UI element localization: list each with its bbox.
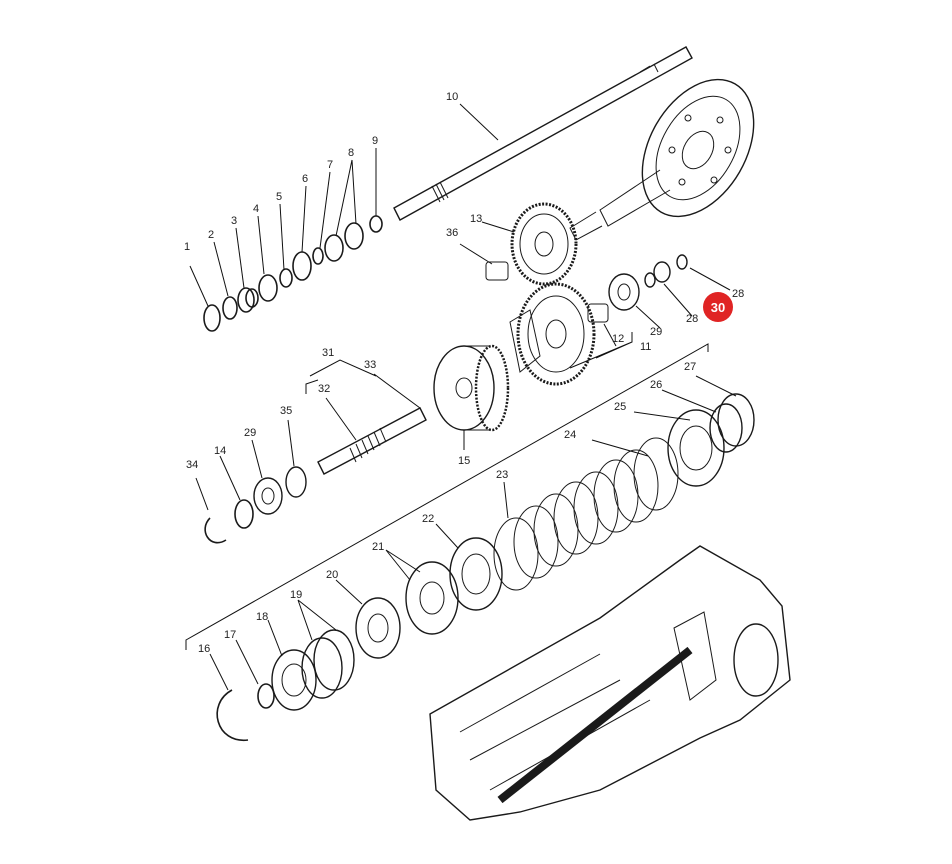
- highlight-label: 30: [711, 300, 725, 315]
- gear-11-part: [509, 282, 596, 386]
- callout-9: 9: [372, 135, 378, 147]
- bearing-stack-part: [587, 254, 688, 323]
- callout-27: 27: [684, 361, 696, 373]
- callout-7: 7: [327, 159, 333, 171]
- callout-35: 35: [280, 405, 292, 417]
- callout-13: 13: [470, 213, 482, 225]
- seal-ring-set-part: [203, 215, 383, 332]
- highlight-marker-30[interactable]: 30: [703, 292, 733, 322]
- callout-11: 11: [640, 341, 651, 353]
- callout-10: 10: [446, 91, 458, 103]
- callout-29-lower: 29: [244, 427, 256, 439]
- callout-28-lower: 28: [686, 313, 698, 325]
- callout-32: 32: [318, 383, 330, 395]
- highlight-circle[interactable]: [703, 292, 733, 322]
- callout-2: 2: [208, 229, 214, 241]
- callout-12: 12: [612, 333, 624, 345]
- clutch-drum-part: [433, 344, 510, 432]
- group-frame-upper: [185, 343, 709, 650]
- callout-15: 15: [458, 455, 470, 467]
- callout-24: 24: [564, 429, 576, 441]
- callout-36: 36: [446, 227, 458, 239]
- callout-18: 18: [256, 611, 268, 623]
- shaft-ring-set-part: [204, 466, 307, 544]
- callout-4: 4: [253, 203, 259, 215]
- callout-17: 17: [224, 629, 236, 641]
- drive-disc-part: [569, 78, 755, 241]
- callout-23: 23: [496, 469, 508, 481]
- callout-31: 31: [322, 347, 334, 359]
- callout-16: 16: [198, 643, 210, 655]
- callout-20: 20: [326, 569, 338, 581]
- callout-21: 21: [372, 541, 384, 553]
- callout-34: 34: [186, 459, 198, 471]
- callout-5: 5: [276, 191, 282, 203]
- bushing-36-part: [485, 261, 509, 281]
- clutch-pack-part: [216, 393, 755, 741]
- leader-lines: [189, 103, 737, 691]
- group-frame-32: [305, 379, 319, 394]
- main-shaft-part: [393, 46, 693, 221]
- transmission-housing-illustration: [429, 545, 791, 821]
- callout-6: 6: [302, 173, 308, 185]
- group-frame-31: [309, 359, 377, 377]
- callout-29-upper: 29: [650, 326, 662, 338]
- callout-labels: 1 2 3 4 5 6 7 8 9 10 11 12 13 14 15 16 1…: [184, 91, 744, 655]
- callout-25: 25: [614, 401, 626, 413]
- callout-1: 1: [184, 241, 190, 253]
- callout-28-upper: 28: [732, 288, 744, 300]
- input-shaft-part: [317, 407, 427, 475]
- callout-22: 22: [422, 513, 434, 525]
- callout-14: 14: [214, 445, 226, 457]
- callout-3: 3: [231, 215, 237, 227]
- callout-19: 19: [290, 589, 302, 601]
- gear-13-part: [510, 202, 578, 286]
- callout-8: 8: [348, 147, 354, 159]
- callout-33: 33: [364, 359, 376, 371]
- callout-26: 26: [650, 379, 662, 391]
